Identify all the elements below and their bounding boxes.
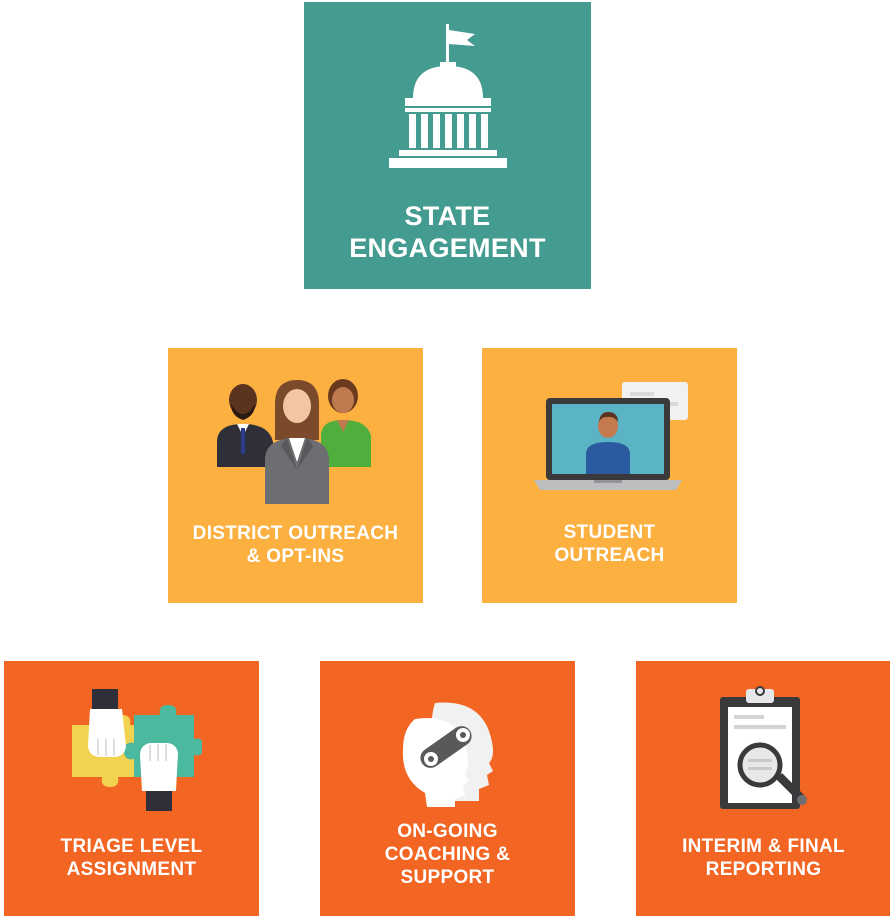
district-outreach-label: DISTRICT OUTREACH & OPT-INS bbox=[168, 523, 423, 569]
label-line: ENGAGEMENT bbox=[349, 233, 546, 264]
label-line: DISTRICT OUTREACH bbox=[192, 523, 399, 544]
video-call-laptop-icon bbox=[482, 382, 737, 494]
label-line: OUTREACH bbox=[554, 544, 665, 566]
district-outreach-tile: DISTRICT OUTREACH & OPT-INS bbox=[168, 348, 423, 603]
label-line: REPORTING bbox=[705, 858, 822, 880]
clipboard-magnifier-icon bbox=[636, 685, 890, 815]
triage-level-tile: TRIAGE LEVEL ASSIGNMENT bbox=[4, 661, 259, 916]
label-line: ON-GOING bbox=[397, 821, 498, 842]
heads-gears-icon bbox=[320, 697, 575, 807]
coaching-support-label: ON-GOING COACHING & SUPPORT bbox=[320, 821, 575, 889]
student-outreach-label: STUDENT OUTREACH bbox=[482, 522, 737, 568]
coaching-support-tile: ON-GOING COACHING & SUPPORT bbox=[320, 661, 575, 916]
state-engagement-label: STATE ENGAGEMENT bbox=[304, 200, 591, 265]
label-line: SUPPORT bbox=[400, 866, 495, 888]
label-line: STUDENT bbox=[563, 522, 656, 543]
label-line: & OPT-INS bbox=[246, 545, 345, 567]
label-line: COACHING & bbox=[384, 843, 511, 865]
interim-final-reporting-label: INTERIM & FINAL REPORTING bbox=[636, 836, 890, 882]
interim-final-reporting-tile: INTERIM & FINAL REPORTING bbox=[636, 661, 890, 916]
people-group-icon bbox=[168, 374, 423, 504]
label-line: TRIAGE LEVEL bbox=[60, 836, 203, 857]
label-line: INTERIM & FINAL bbox=[682, 836, 845, 857]
label-line: STATE bbox=[404, 201, 491, 231]
student-outreach-tile: STUDENT OUTREACH bbox=[482, 348, 737, 603]
puzzle-hands-icon bbox=[4, 687, 259, 813]
label-line: ASSIGNMENT bbox=[66, 858, 197, 880]
triage-level-label: TRIAGE LEVEL ASSIGNMENT bbox=[4, 836, 259, 882]
capitol-building-icon bbox=[304, 24, 591, 174]
state-engagement-tile: STATE ENGAGEMENT bbox=[304, 2, 591, 289]
